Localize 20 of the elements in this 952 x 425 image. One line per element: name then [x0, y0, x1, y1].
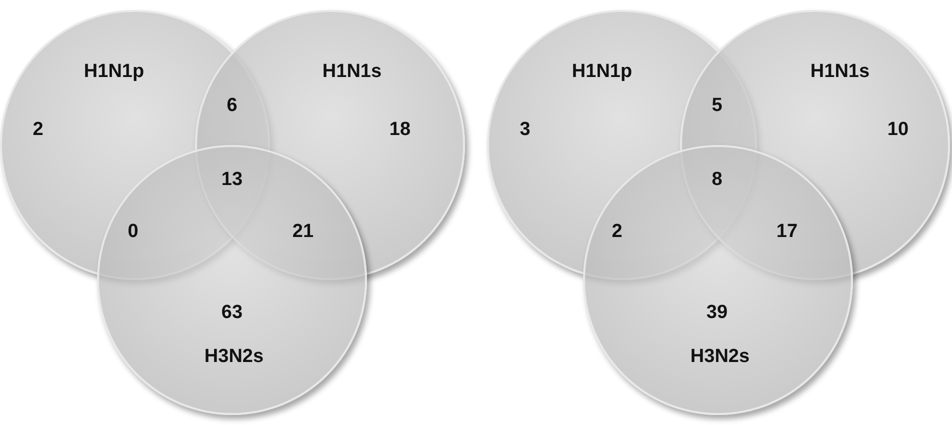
- set-label: H1N1s: [810, 61, 870, 83]
- count-label: 21: [292, 221, 314, 243]
- count-label: 10: [887, 119, 909, 141]
- count-label: 3: [520, 119, 530, 141]
- set-label: H1N1p: [572, 61, 632, 83]
- set-label: H1N1p: [84, 61, 144, 83]
- count-label: 63: [221, 302, 243, 324]
- count-label: 39: [706, 302, 728, 324]
- count-label: 17: [776, 221, 798, 243]
- set-label: H3N2s: [690, 346, 750, 368]
- count-label: 13: [221, 169, 243, 191]
- count-label: 0: [128, 221, 138, 243]
- set-label: H3N2s: [204, 346, 264, 368]
- set-label: H1N1s: [322, 61, 382, 83]
- count-label: 2: [32, 119, 44, 141]
- count-label: 8: [712, 169, 722, 191]
- count-label: 18: [389, 119, 411, 141]
- count-label: 6: [226, 95, 238, 117]
- count-label: 5: [712, 95, 722, 117]
- count-label: 2: [612, 221, 622, 243]
